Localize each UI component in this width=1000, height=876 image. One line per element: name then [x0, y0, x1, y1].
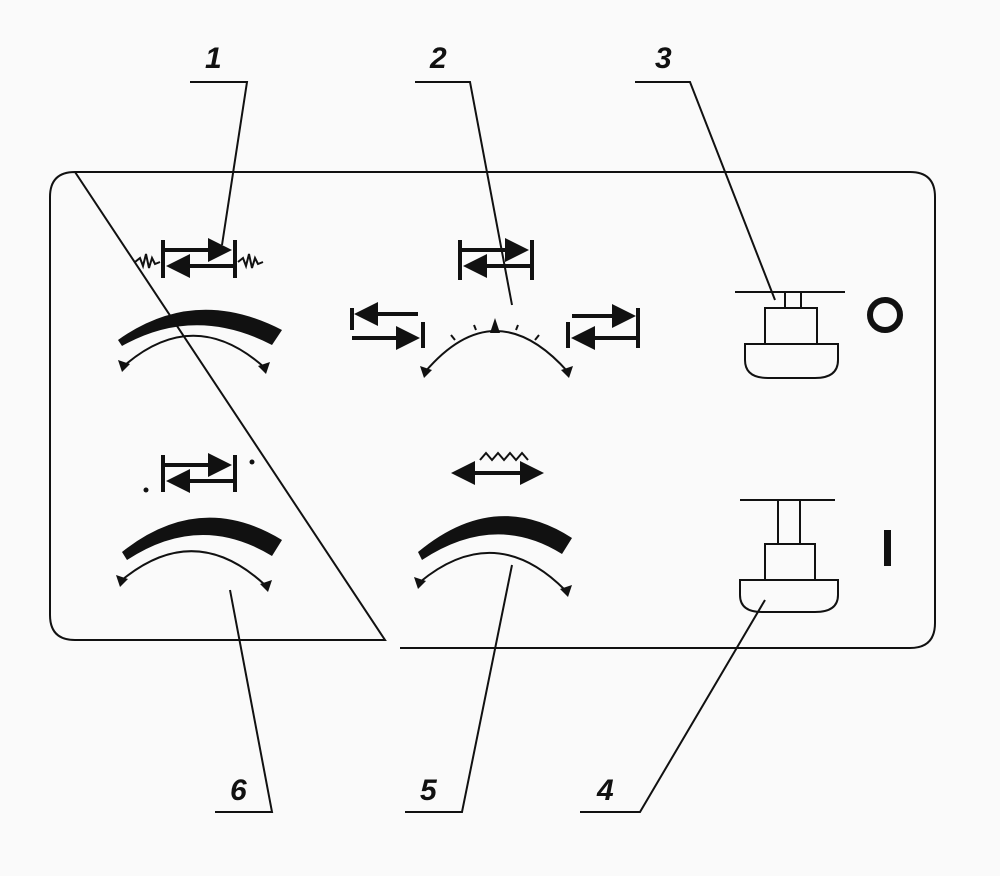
on-symbol-icon — [884, 530, 891, 566]
dial-scale-thick — [118, 309, 282, 346]
callout-number: 1 — [205, 42, 222, 75]
stitch-length-icon — [143, 453, 255, 493]
callout-number: 5 — [420, 774, 438, 807]
callout-1: 1 — [190, 42, 249, 246]
switch-on[interactable] — [739, 499, 839, 613]
stitch-direction-dial[interactable] — [350, 238, 640, 378]
right-stitch-icon — [566, 304, 640, 350]
switch-off[interactable] — [735, 291, 845, 379]
stitch-length-dial[interactable] — [116, 453, 282, 592]
dial-scale-thin — [124, 334, 266, 369]
left-stitch-icon — [350, 302, 425, 350]
callout-4: 4 — [580, 599, 766, 813]
callout-number: 6 — [230, 774, 247, 807]
callout-5: 5 — [405, 564, 513, 813]
callout-number: 3 — [655, 42, 672, 75]
dial-pointer-icon — [490, 318, 500, 333]
zigzag-icon — [451, 451, 544, 485]
callout-3: 3 — [635, 42, 776, 301]
callout-6: 6 — [215, 589, 274, 813]
panel-outline — [49, 170, 936, 649]
zigzag-dial[interactable] — [414, 451, 572, 597]
callout-2: 2 — [415, 42, 513, 306]
stitch-width-dial[interactable] — [118, 238, 282, 374]
callout-number: 4 — [596, 774, 614, 807]
off-symbol-label: O — [885, 317, 886, 319]
stitch-width-icon — [134, 238, 264, 278]
reverse-stitch-icon — [458, 238, 534, 280]
callout-number: 2 — [429, 42, 447, 75]
off-symbol-icon — [867, 297, 903, 333]
